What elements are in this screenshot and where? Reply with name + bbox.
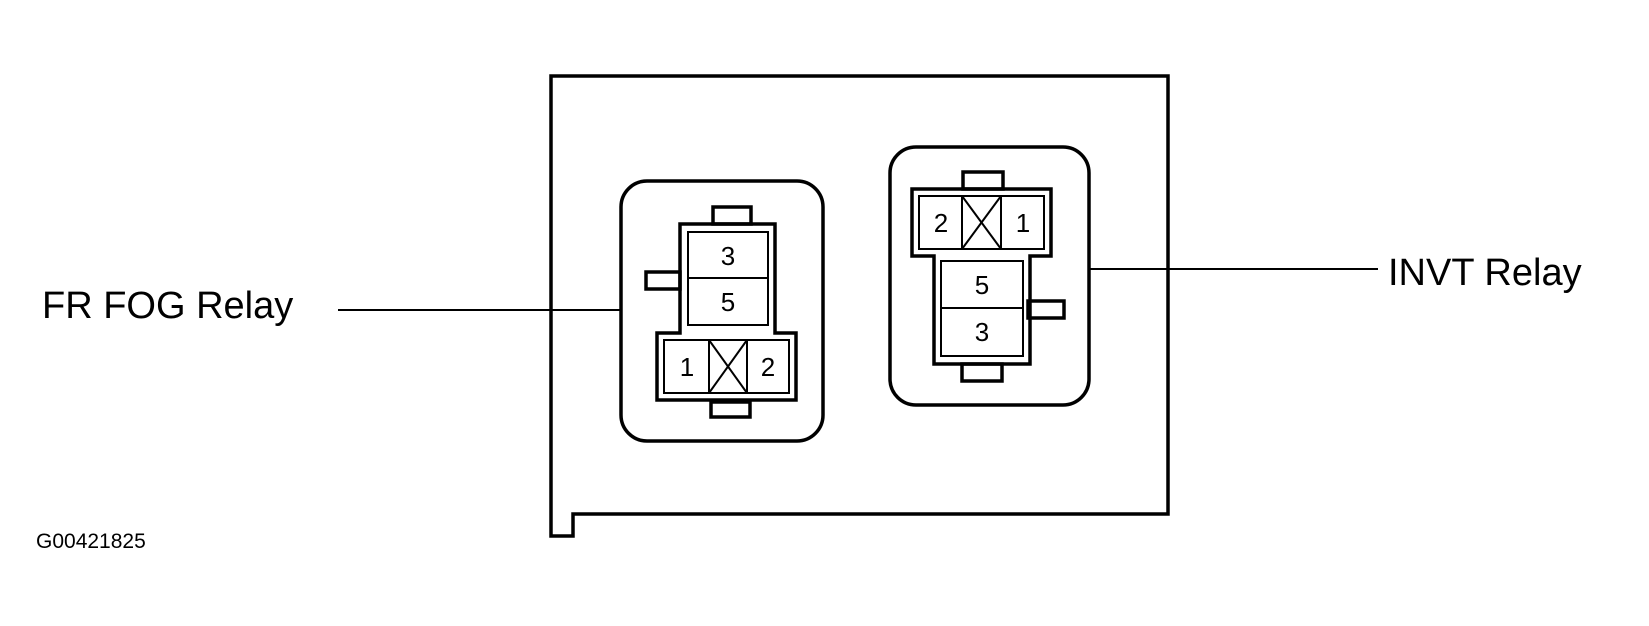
fr-fog-pin-3: 3 (721, 241, 735, 271)
relay-block-outline (549, 74, 1170, 538)
figure-id: G00421825 (36, 530, 146, 553)
invt-relay-label: INVT Relay (1388, 252, 1582, 294)
fr-fog-pin-5: 5 (721, 287, 735, 317)
fr-fog-relay-connector-body (655, 222, 798, 402)
fr-fog-pin-row (663, 339, 790, 394)
invt-pin-3: 3 (975, 317, 989, 347)
fr-fog-pin-cell-5 (687, 277, 769, 326)
invt-pin-2: 2 (934, 208, 948, 238)
fr-fog-relay-label: FR FOG Relay (42, 285, 293, 327)
invt-pin-row (918, 195, 1045, 250)
invt-relay-socket (888, 145, 1091, 407)
invt-pin-1: 1 (1016, 208, 1030, 238)
fr-fog-relay-side-tab (644, 270, 682, 291)
invt-relay-side-tab (1026, 299, 1066, 320)
invt-relay-bottom-tab (960, 362, 1004, 383)
invt-relay-connector-body (910, 187, 1053, 366)
fr-fog-relay-bottom-tab (709, 400, 752, 419)
invt-relay: 2 1 5 3 (888, 145, 1091, 407)
invt-pin-cell-3 (940, 307, 1024, 357)
invt-cross-b (961, 195, 1002, 250)
invt-relay-top-tab (961, 170, 1005, 191)
fr-fog-cross-b (708, 339, 748, 394)
invt-pin-5: 5 (975, 270, 989, 300)
fr-fog-pin-2: 2 (761, 352, 775, 382)
fr-fog-relay-top-tab (711, 205, 753, 226)
fr-fog-relay: 3 5 1 2 (619, 179, 825, 443)
fr-fog-pin-1: 1 (680, 352, 694, 382)
